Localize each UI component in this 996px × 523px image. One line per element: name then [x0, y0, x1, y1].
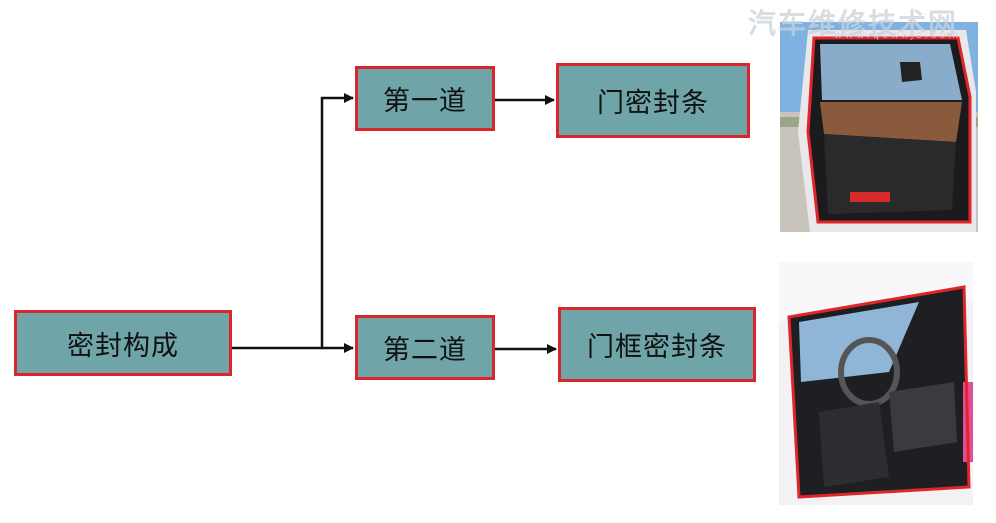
- stage2-node-box: 第二道: [355, 315, 495, 380]
- door-frame-seal-photo: [779, 262, 973, 505]
- watermark-text: 汽车维修技术网: [748, 7, 959, 40]
- root-to-stage1-arrow: [232, 93, 354, 350]
- stage1-node-box: 第一道: [355, 66, 495, 131]
- watermark-url: www.qcwxjs.com: [834, 30, 962, 41]
- result2-node-box: 门框密封条: [558, 307, 756, 382]
- stage2-node-label: 第二道: [383, 335, 467, 366]
- door-seal-photo: [780, 22, 978, 232]
- result1-node-label: 门密封条: [597, 88, 709, 119]
- result2-node-label: 门框密封条: [587, 332, 727, 363]
- root-node-label: 密封构成: [67, 330, 179, 362]
- watermark: 汽车维修技术网 www.qcwxjs.com: [748, 2, 993, 42]
- root-node-box: 密封构成: [14, 310, 232, 376]
- stage1-node-label: 第一道: [383, 86, 467, 117]
- result1-node-box: 门密封条: [556, 63, 750, 138]
